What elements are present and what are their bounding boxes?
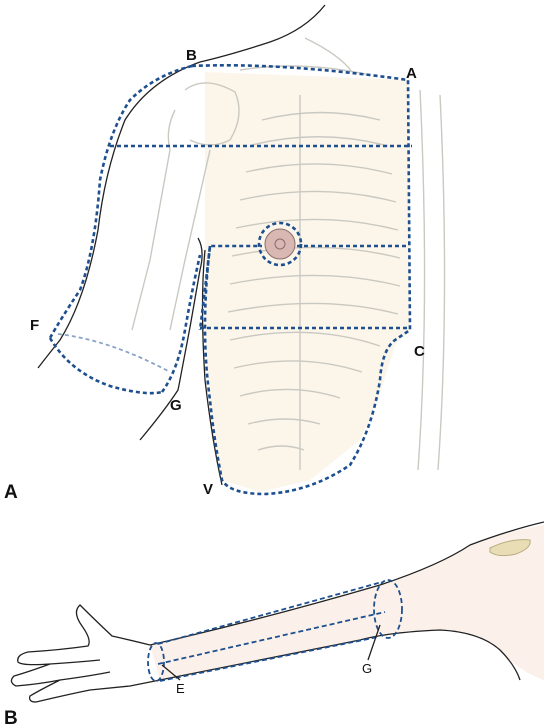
forearm-bottom-line [159, 636, 379, 682]
elbow-cuff [373, 579, 403, 639]
arm-outer-contour [37, 61, 201, 369]
point-label-f: F [30, 317, 39, 334]
torso-side-contour [201, 249, 223, 486]
panel-b-outlines [147, 579, 403, 682]
wrist-cuff [147, 642, 165, 682]
point-label-c: C [414, 343, 425, 360]
forearm-top-line [157, 581, 383, 645]
arm-cuff-lower [48, 337, 163, 395]
upper-arm-outline [48, 64, 193, 339]
point-label-v: V [203, 481, 213, 498]
arm-skin [150, 525, 544, 680]
forearm-center-line [157, 611, 386, 665]
arm-cuff-upper [57, 333, 171, 373]
rib-cage-sketch [227, 89, 446, 471]
axilla-line [198, 245, 212, 331]
elbow-patch [489, 539, 531, 557]
panel-a-illustration [37, 4, 446, 492]
point-label-b: B [186, 47, 197, 64]
leader-e [161, 664, 181, 681]
arm-inner-contour [139, 237, 203, 441]
panel-b-illustration [10, 521, 544, 703]
leader-g [367, 624, 381, 661]
panel-label-b: B [4, 708, 18, 728]
arm-top-contour [149, 521, 544, 646]
finger-lines [49, 659, 111, 681]
panel-label-a: A [4, 482, 18, 503]
nipple [264, 228, 296, 260]
skin-field-outline [191, 63, 412, 496]
point-label-g-forearm: G [362, 661, 372, 676]
neck-contour [199, 4, 326, 63]
point-label-g: G [170, 397, 182, 414]
nipple-outline [257, 221, 303, 267]
hand-sketch [10, 604, 161, 703]
point-label-e-forearm: E [176, 681, 185, 696]
chest-skin-region [205, 72, 410, 492]
point-label-a: A [406, 65, 417, 82]
arm-inner-outline [160, 254, 202, 393]
panel-a-outlines [48, 63, 412, 496]
